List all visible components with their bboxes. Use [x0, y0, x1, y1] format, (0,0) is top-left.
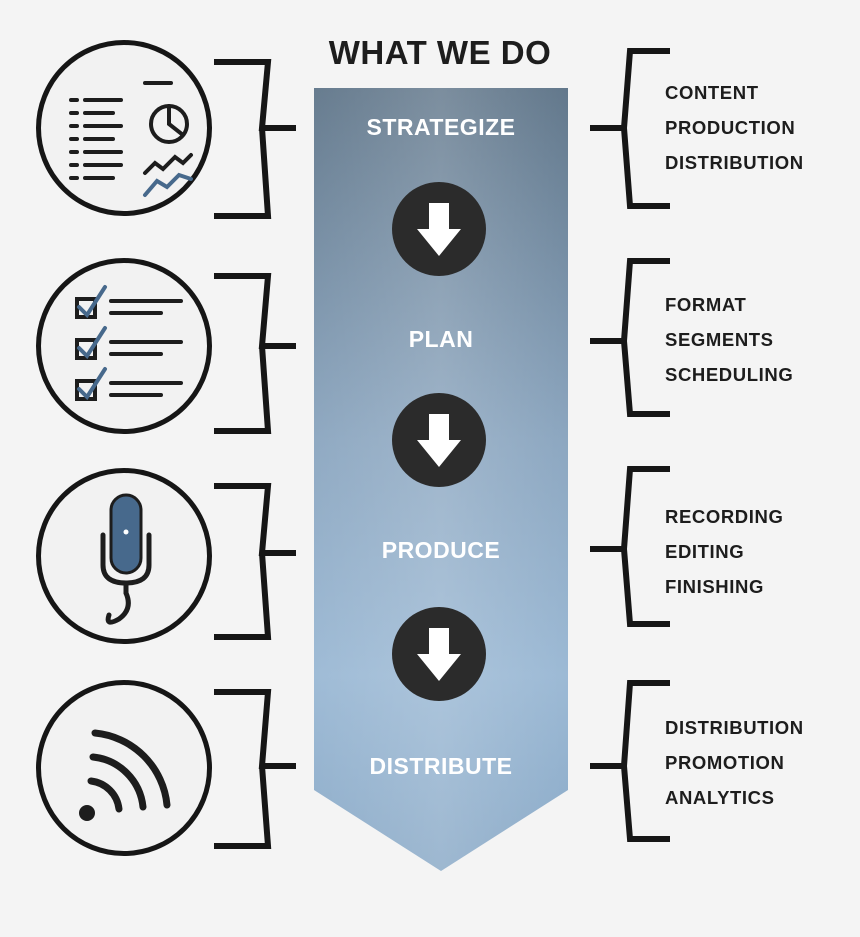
report-chart-icon	[69, 81, 193, 197]
stage-label-distribute: DISTRIBUTE	[369, 753, 513, 779]
list-item: DISTRIBUTION	[665, 717, 804, 738]
list-item: SEGMENTS	[665, 329, 774, 350]
left-bracket	[214, 59, 296, 219]
checklist-icon	[75, 285, 183, 401]
list-item: PROMOTION	[665, 752, 785, 773]
strategize-list: CONTENT PRODUCTION DISTRIBUTION	[665, 75, 804, 180]
list-item: FORMAT	[665, 294, 747, 315]
left-bracket	[214, 483, 296, 640]
right-bracket	[590, 258, 670, 417]
list-item: EDITING	[665, 541, 745, 562]
list-item: FINISHING	[665, 576, 764, 597]
down-arrow-icon	[392, 607, 486, 701]
strategize-icon-circle	[36, 40, 212, 216]
right-bracket	[590, 466, 670, 627]
stage-label-produce: PRODUCE	[381, 537, 501, 563]
list-item: ANALYTICS	[665, 787, 775, 808]
list-item: CONTENT	[665, 82, 759, 103]
stage-label-strategize: STRATEGIZE	[366, 114, 516, 140]
broadcast-signal-icon	[79, 729, 171, 821]
left-bracket	[214, 689, 296, 849]
right-bracket	[590, 680, 670, 842]
distribute-list: DISTRIBUTION PROMOTION ANALYTICS	[665, 710, 804, 815]
down-arrow-icon	[392, 182, 486, 276]
list-item: DISTRIBUTION	[665, 152, 804, 173]
produce-list: RECORDING EDITING FINISHING	[665, 499, 783, 604]
right-bracket	[590, 48, 670, 209]
distribute-icon-circle	[36, 680, 212, 856]
produce-icon-circle	[36, 468, 212, 644]
microphone-icon	[100, 493, 152, 625]
list-item: RECORDING	[665, 506, 784, 527]
stage-label-plan: PLAN	[408, 326, 474, 352]
left-bracket	[214, 273, 296, 434]
list-item: SCHEDULING	[665, 364, 794, 385]
page-title: WHAT WE DO	[328, 34, 552, 71]
plan-list: FORMAT SEGMENTS SCHEDULING	[665, 287, 793, 392]
plan-icon-circle	[36, 258, 212, 434]
list-item: PRODUCTION	[665, 117, 796, 138]
down-arrow-icon	[392, 393, 486, 487]
